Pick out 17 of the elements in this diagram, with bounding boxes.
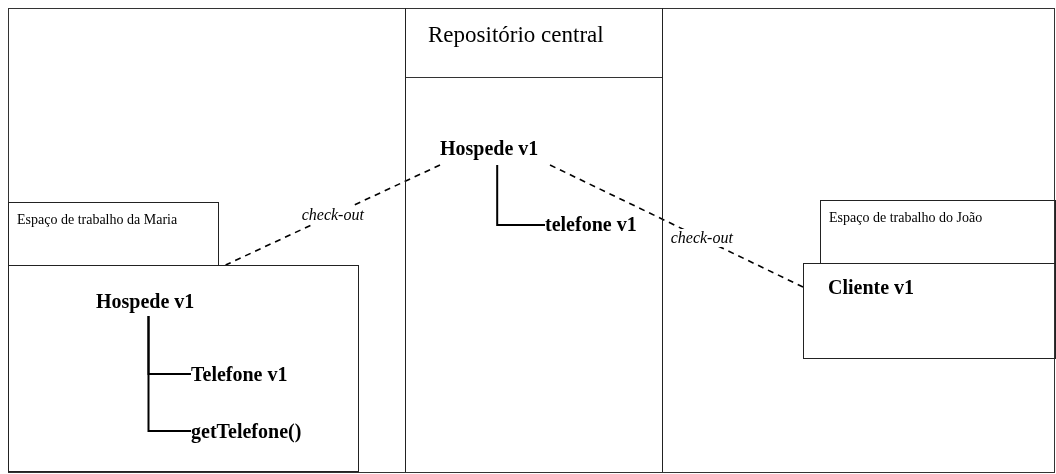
workspace-tab: [8, 202, 219, 266]
class-name: Hospede v1: [96, 288, 221, 316]
workspace-title: Espaço de trabalho do João: [828, 209, 984, 227]
dashed-connector: [549, 164, 804, 288]
workspace-box: [8, 265, 359, 472]
tree-connector: [496, 164, 546, 226]
attribute-name: telefone v1: [545, 211, 657, 239]
class-name: Cliente v1: [827, 275, 915, 300]
attribute-name: Telefone v1: [191, 361, 301, 387]
class-name: Hospede v1: [440, 135, 550, 165]
workspace-box: [803, 263, 1056, 359]
repository-column: [405, 8, 663, 472]
column-heading: Repositório central: [406, 8, 662, 78]
workspace-title: Espaço de trabalho da Maria: [16, 211, 179, 229]
method-name: getTelefone(): [191, 418, 311, 444]
workspace-tab: [820, 200, 1056, 264]
tree-connector: [147, 315, 192, 432]
